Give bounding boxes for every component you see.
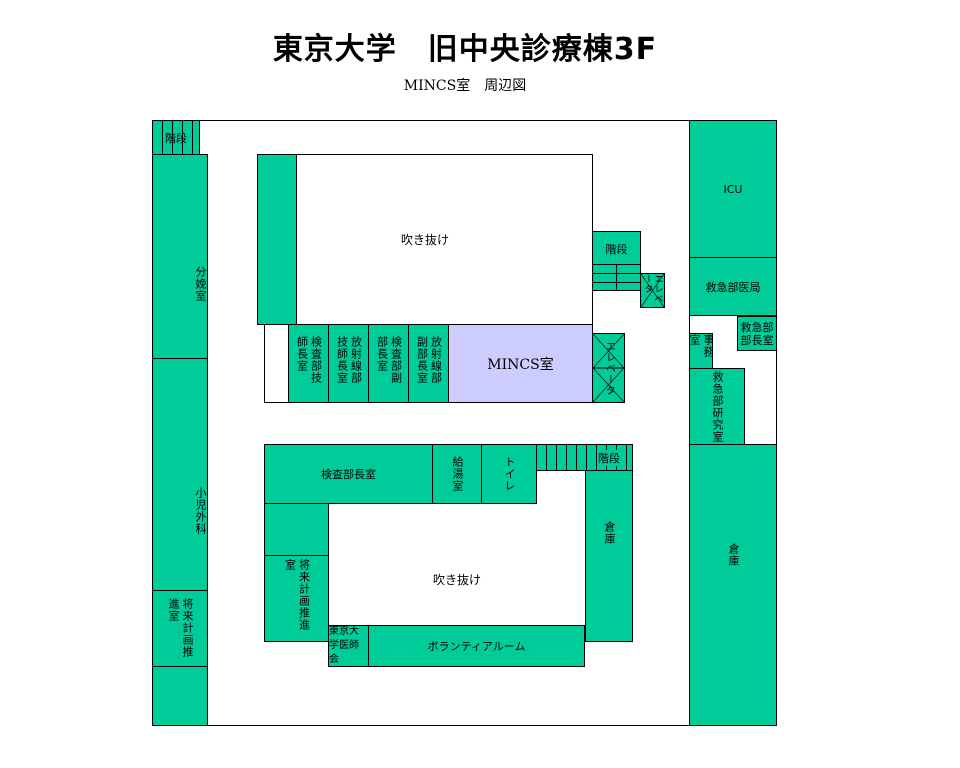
room-label: 放射線部技師長室 — [335, 335, 363, 384]
page-subtitle: MINCS室 周辺図 — [403, 78, 527, 94]
room-stairs-low[interactable]: 階段 — [536, 444, 633, 471]
elevator-small[interactable]: エレベータ — [640, 273, 665, 308]
room-shorai-left[interactable]: 将来計画推進室 — [152, 590, 208, 667]
room-label: 階段 — [165, 131, 187, 145]
room-kensa-gishi[interactable]: 検査部技師長室 — [288, 324, 329, 403]
room-label: 分娩室 — [194, 266, 207, 302]
room-label: 将来計画推進室 — [283, 558, 311, 631]
atrium-low-inner: 吹き抜け — [328, 503, 586, 626]
room-label: 倉庫 — [603, 521, 616, 545]
room-hoshasen-fuku[interactable]: 放射線部副部長室 — [408, 324, 449, 403]
elevator-cross-icon — [641, 274, 664, 307]
page-title: 東京大学 旧中央診療棟3F — [272, 32, 658, 67]
room-label: ボランティアルーム — [427, 640, 526, 653]
room-label: MINCS室 — [487, 356, 554, 373]
room-kyukyu-ikyoku[interactable]: 救急部医局 — [689, 257, 777, 316]
room-kyuto[interactable]: 給湯室 — [432, 444, 482, 504]
room-label: 救急部医局 — [705, 280, 761, 294]
room-label: 救急部部長室 — [740, 320, 774, 347]
room-stairs-mid[interactable]: 階段 — [592, 231, 641, 266]
room-label: 階段 — [598, 449, 620, 466]
room-upper-left[interactable] — [257, 154, 297, 325]
room-label: エレベータ — [642, 273, 663, 304]
atrium-top: 吹き抜け — [257, 154, 593, 325]
room-volunteer[interactable]: ボランティアルーム — [368, 625, 585, 667]
elevator-main[interactable]: エレベータ — [592, 333, 625, 403]
room-lower-left[interactable] — [264, 503, 329, 556]
room-icu[interactable]: ICU — [689, 120, 777, 258]
room-bunben[interactable]: 分娩室 — [152, 154, 208, 359]
room-hoshasen-gishi[interactable]: 放射線部技師長室 — [328, 324, 369, 403]
room-label: 将来計画推進室 — [167, 597, 194, 658]
room-label: 倉庫 — [727, 543, 740, 567]
room-label: エレベータ — [603, 340, 615, 396]
elevator-cross-icon — [593, 334, 624, 402]
room-ishikai[interactable]: 東京大学医師会 — [328, 625, 369, 667]
room-kyukyu-kenkyu[interactable]: 救急部研究室 — [689, 368, 745, 445]
room-label: 小児外科 — [194, 486, 207, 535]
room-label: トイレ — [503, 456, 516, 492]
room-kensa-buchou[interactable]: 検査部長室 — [264, 444, 433, 504]
room-toilet[interactable]: トイレ — [481, 444, 537, 504]
room-kensa-fuku[interactable]: 検査部副部長室 — [368, 324, 409, 403]
room-label: 検査部長室 — [321, 468, 376, 481]
room-kyukyu-buchou[interactable]: 救急部部長室 — [737, 316, 777, 351]
room-label: 東京大学医師会 — [329, 626, 359, 665]
room-souko-low[interactable]: 倉庫 — [585, 470, 633, 642]
room-label: 検査部副部長室 — [375, 335, 403, 384]
room-stairs-top-left[interactable]: 階段 — [152, 120, 200, 155]
room-label: 吹き抜け — [400, 233, 449, 247]
room-label: 吹き抜け — [432, 573, 481, 587]
room-label: 救急部研究室 — [711, 370, 724, 443]
room-shonigeka[interactable]: 小児外科 — [152, 358, 208, 591]
room-jimu[interactable]: 事務室 — [689, 333, 713, 369]
room-label: 検査部技師長室 — [295, 335, 323, 384]
room-label: 給湯室 — [451, 456, 464, 492]
room-souko-right[interactable]: 倉庫 — [689, 444, 777, 726]
room-label: 階段 — [605, 243, 628, 256]
stairs-mid-steps — [592, 264, 641, 291]
room-label: 事務室 — [689, 334, 713, 358]
room-mincs[interactable]: MINCS室 — [448, 324, 593, 403]
room-label: 放射線部副部長室 — [415, 335, 443, 384]
corridor-upper — [264, 324, 290, 403]
room-bottom-left[interactable] — [152, 666, 208, 726]
room-label: ICU — [723, 182, 743, 196]
room-shorai-low[interactable]: 将来計画推進室 — [264, 555, 329, 642]
